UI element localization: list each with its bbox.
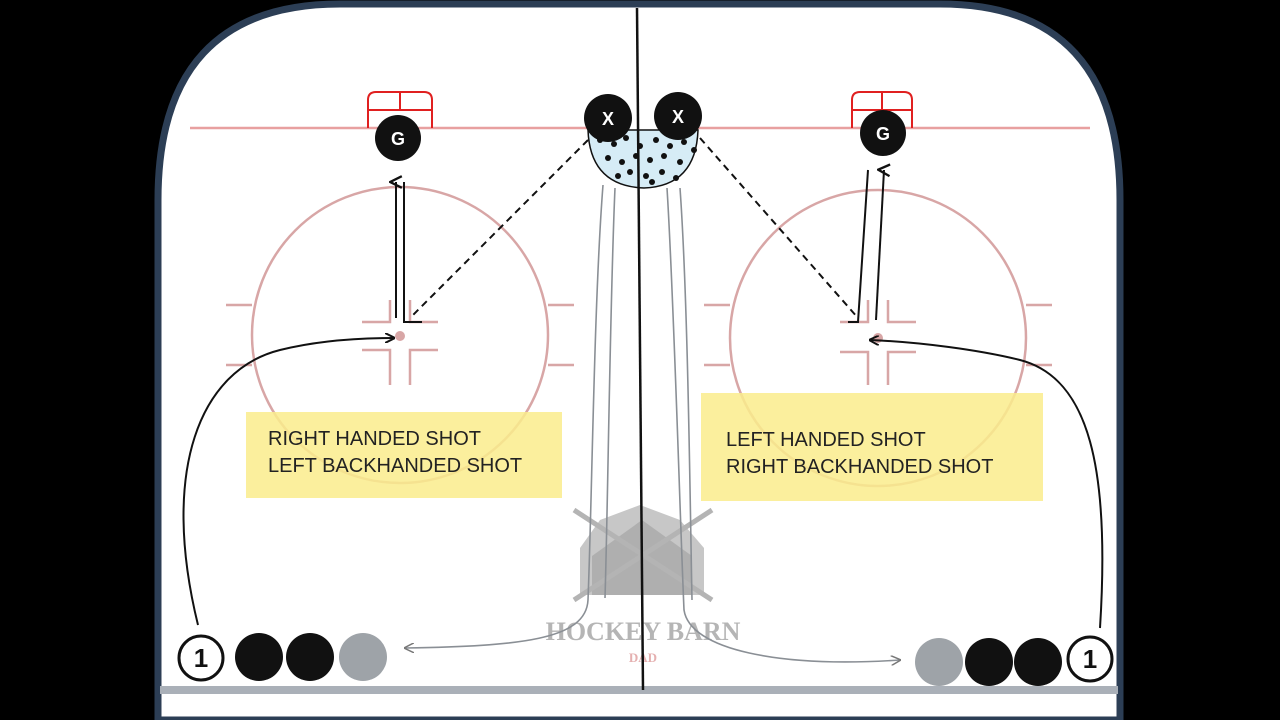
player-waiting bbox=[1014, 638, 1062, 686]
pass-line-left-inner bbox=[604, 187, 616, 599]
player-start-number: 1 bbox=[194, 643, 208, 673]
coach-label: X bbox=[602, 109, 614, 129]
shot-label-line: LEFT BACKHANDED SHOT bbox=[268, 455, 523, 477]
shot-line-right bbox=[848, 170, 884, 323]
net-right bbox=[851, 91, 913, 128]
player-waiting bbox=[235, 633, 283, 681]
player-waiting bbox=[965, 638, 1013, 686]
shot-line-left bbox=[396, 182, 422, 323]
player-waiting bbox=[286, 633, 334, 681]
player-passer bbox=[339, 633, 387, 681]
player-line-left: 1 bbox=[177, 633, 387, 682]
goalie-label: G bbox=[876, 124, 890, 144]
pass-line-left bbox=[405, 184, 604, 648]
goalie-label: G bbox=[391, 129, 405, 149]
coach-marker-right: X bbox=[654, 92, 702, 140]
shot-label-line: RIGHT BACKHANDED SHOT bbox=[726, 456, 994, 478]
faceoff-circle-right bbox=[704, 188, 1052, 488]
skate-path-right bbox=[870, 340, 1104, 629]
player-start-number: 1 bbox=[1083, 644, 1097, 674]
shot-label-right: LEFT HANDED SHOT RIGHT BACKHANDED SHOT bbox=[701, 393, 1043, 501]
skate-path-left bbox=[182, 338, 394, 626]
player-line-right: 1 bbox=[915, 635, 1114, 686]
coach-label: X bbox=[672, 107, 684, 127]
player-passer bbox=[915, 638, 963, 686]
pass-line-right-inner bbox=[679, 187, 693, 601]
net-left bbox=[367, 91, 433, 128]
goalie-marker-right: G bbox=[860, 110, 906, 156]
pass-dashed-right bbox=[699, 137, 859, 319]
shot-label-left: RIGHT HANDED SHOT LEFT BACKHANDED SHOT bbox=[246, 412, 562, 498]
goalie-marker-left: G bbox=[375, 115, 421, 161]
pass-dashed-left bbox=[409, 139, 589, 319]
faceoff-dot-left bbox=[395, 331, 405, 341]
pass-line-right bbox=[666, 187, 900, 662]
coach-marker-left: X bbox=[584, 94, 632, 142]
shot-label-line: RIGHT HANDED SHOT bbox=[268, 428, 481, 450]
center-divider bbox=[635, 7, 645, 691]
player-start-marker-right bbox=[1066, 635, 1114, 683]
shot-label-line: LEFT HANDED SHOT bbox=[726, 429, 926, 451]
player-start-marker-left bbox=[177, 634, 225, 682]
